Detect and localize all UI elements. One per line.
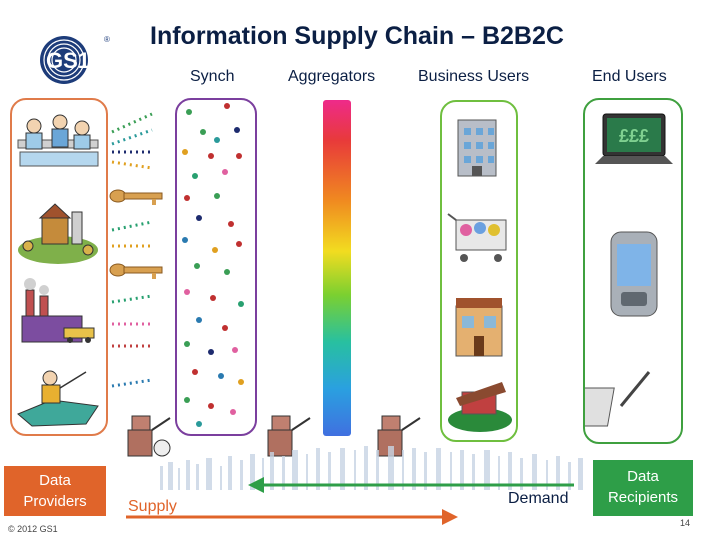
laptop-icon: £££: [595, 113, 673, 164]
synch-panel: [175, 98, 257, 436]
provider-illustrations: [17, 114, 99, 427]
data-recipients-label: Data Recipients: [593, 460, 693, 516]
data-providers-line1: Data: [39, 472, 71, 489]
store-front-icon: [455, 298, 503, 357]
logo-text: GS1: [46, 48, 90, 73]
pda-phone-icon: [610, 231, 658, 317]
column-header-end-users: End Users: [592, 68, 667, 85]
data-providers-line2: Providers: [23, 493, 87, 510]
supply-label: Supply: [128, 498, 177, 515]
end-users-panel: £££: [583, 98, 683, 444]
demand-label: Demand: [508, 490, 569, 507]
synch-data-dots: [182, 103, 244, 427]
factory-icon: [21, 278, 95, 343]
page-number: 14: [680, 518, 691, 528]
fisherman-icon: [17, 370, 99, 427]
business-illustrations: [447, 119, 512, 432]
restaurant-icon: [448, 382, 512, 432]
delivery-truck-icon: [267, 415, 311, 457]
data-recipients-line2: Recipients: [607, 489, 679, 506]
aggregators-rainbow-bar: [323, 100, 351, 436]
registered-mark: ®: [104, 35, 110, 44]
office-workers-icon: [17, 114, 99, 167]
end-user-illustrations: £££: [585, 113, 673, 427]
data-recipients-line1: Data: [627, 468, 659, 485]
column-header-business-users: Business Users: [418, 68, 530, 85]
supply-arrow: [126, 509, 458, 525]
column-header-synch: Synch: [190, 68, 235, 85]
shopping-cart-icon: [447, 213, 507, 262]
office-building-icon: [457, 119, 497, 177]
data-providers-panel: [10, 98, 108, 436]
barcode-background: [160, 446, 583, 490]
gs1-logo: GS1 ®: [38, 30, 118, 90]
page-title: Information Supply Chain – B2B2C: [150, 22, 564, 50]
provider-connections: [109, 112, 163, 388]
copyright-text: © 2012 GS1: [8, 524, 58, 534]
business-users-panel: [440, 100, 518, 442]
column-header-aggregators: Aggregators: [288, 68, 376, 85]
data-providers-label: Data Providers: [4, 466, 106, 516]
tablet-stylus-icon: [585, 371, 651, 427]
delivery-truck-icon: [127, 415, 171, 457]
laptop-screen-text: £££: [619, 126, 649, 146]
farm-icon: [18, 203, 98, 264]
key-icon: [109, 189, 163, 205]
key-icon: [109, 263, 163, 279]
demand-arrow: [248, 477, 574, 493]
